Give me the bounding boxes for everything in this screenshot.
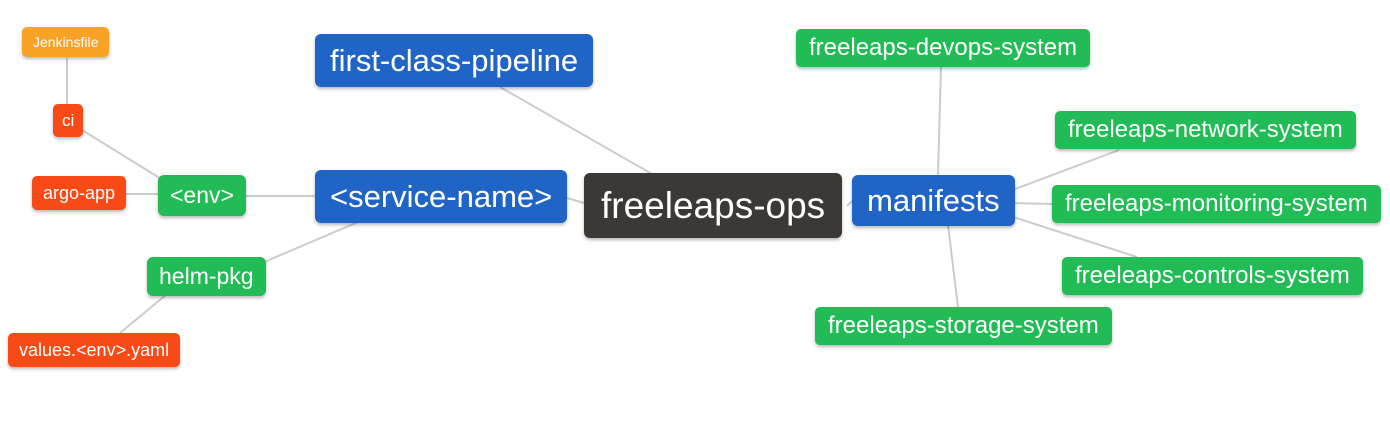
edge-manifests-network	[1009, 149, 1120, 192]
node-env[interactable]: <env>	[158, 175, 246, 216]
edge-helm-pkg-service-name	[261, 221, 359, 264]
node-freeleaps-network-system[interactable]: freeleaps-network-system	[1055, 111, 1356, 149]
edge-manifests-controls	[1009, 215, 1138, 258]
node-freeleaps-storage-system[interactable]: freeleaps-storage-system	[815, 307, 1112, 345]
node-ci[interactable]: ci	[53, 104, 84, 137]
node-freeleaps-ops-root[interactable]: freeleaps-ops	[584, 173, 843, 238]
node-first-class-pipeline[interactable]: first-class-pipeline	[315, 34, 594, 87]
node-manifests[interactable]: manifests	[852, 175, 1015, 226]
edge-ops-manifests	[846, 200, 853, 207]
edge-manifests-monitoring	[1009, 202, 1053, 205]
node-helm-pkg[interactable]: helm-pkg	[147, 257, 266, 296]
edge-ci-env	[81, 129, 164, 181]
edge-manifests-storage	[947, 224, 959, 308]
node-service-name[interactable]: <service-name>	[315, 170, 568, 223]
edge-values-helm-pkg	[119, 293, 168, 334]
edge-pipeline-ops	[499, 86, 653, 175]
edge-service-name-ops	[566, 197, 585, 204]
node-argo-app[interactable]: argo-app	[32, 176, 127, 210]
node-values-env-yaml[interactable]: values.<env>.yaml	[8, 333, 181, 367]
node-jenkinsfile[interactable]: Jenkinsfile	[22, 27, 110, 57]
node-freeleaps-devops-system[interactable]: freeleaps-devops-system	[796, 29, 1091, 67]
edge-manifests-devops	[937, 66, 942, 176]
node-freeleaps-controls-system[interactable]: freeleaps-controls-system	[1062, 257, 1363, 295]
node-freeleaps-monitoring-system[interactable]: freeleaps-monitoring-system	[1052, 185, 1381, 223]
